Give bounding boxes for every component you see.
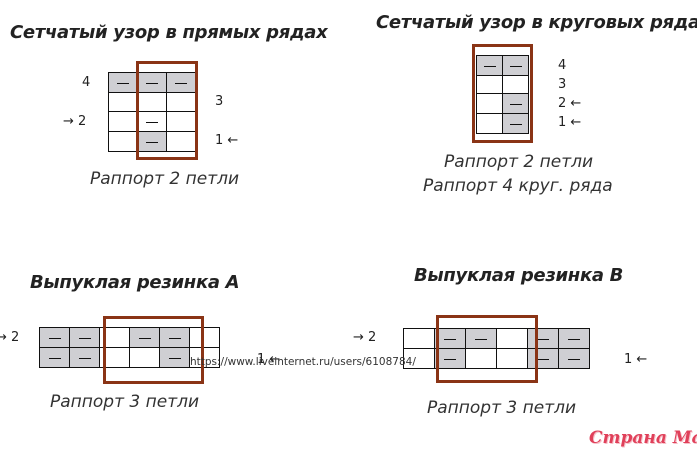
cell-knit (465, 348, 497, 369)
straight-rows-grid (108, 72, 196, 152)
cell-purl (137, 131, 167, 152)
straight-rows-caption: Раппорт 2 петли (90, 169, 240, 189)
repeat-frame (103, 316, 204, 384)
cell-purl (476, 55, 503, 76)
row-label-1: 1 ← (257, 352, 281, 367)
cell-purl (137, 72, 167, 93)
rib-b-grid (403, 328, 590, 369)
cell-purl (69, 347, 100, 368)
grid-row-1 (39, 347, 220, 368)
cell-knit (496, 348, 528, 369)
row-label-2: 2 ← (558, 96, 582, 111)
rib-b-caption: Раппорт 3 петли (427, 398, 577, 418)
row-label-4: 4 (558, 58, 567, 73)
cell-purl (39, 327, 70, 348)
cell-purl (558, 348, 590, 369)
repeat-frame (136, 61, 198, 160)
cell-purl (159, 347, 190, 368)
cell-purl (129, 327, 160, 348)
rib-a-caption: Раппорт 3 петли (50, 392, 200, 412)
cell-purl (39, 347, 70, 368)
source-url: https://www.liveinternet.ru/users/610878… (190, 356, 416, 368)
cell-knit (476, 113, 503, 134)
cell-knit (108, 131, 138, 152)
row-label-1: 1 ← (624, 352, 648, 367)
straight-rows-title: Сетчатый узор в прямых рядах (10, 22, 328, 43)
cell-knit (502, 75, 529, 94)
repeat-frame (436, 315, 538, 383)
cell-purl (108, 72, 138, 93)
cell-knit (496, 328, 528, 349)
grid-row-1 (403, 348, 590, 369)
site-watermark: Страна Мам (589, 428, 697, 448)
cell-knit (108, 92, 138, 112)
cell-knit (189, 347, 220, 368)
rib-b-title: Выпуклая резинка В (414, 265, 624, 286)
cell-knit (403, 328, 435, 349)
grid-row-1 (108, 131, 196, 152)
circular-rows-caption-2: Раппорт 4 круг. ряда (423, 176, 613, 196)
grid-row-2 (476, 93, 529, 114)
row-label-2: → 2 (353, 330, 377, 345)
circular-rows-title: Сетчатый узор в круговых рядах (376, 12, 697, 33)
row-label-4: 4 (82, 75, 91, 90)
row-label-1: 1 ← (558, 115, 582, 130)
cell-purl (69, 327, 100, 348)
cell-purl (502, 93, 529, 114)
cell-purl (434, 348, 466, 369)
cell-purl (502, 113, 529, 134)
cell-knit (108, 111, 138, 132)
cell-knit (403, 348, 435, 369)
row-label-2: → 2 (63, 114, 87, 129)
cell-purl (502, 55, 529, 76)
circular-rows-grid (476, 55, 529, 134)
cell-purl (558, 328, 590, 349)
row-label-3: 3 (215, 94, 224, 109)
cell-knit (166, 92, 196, 112)
grid-row-1 (476, 113, 529, 134)
cell-knit (166, 131, 196, 152)
row-label-2: → 2 (0, 330, 20, 345)
repeat-frame (472, 44, 533, 143)
cell-knit (476, 75, 503, 94)
cell-knit (476, 93, 503, 114)
cell-purl (434, 328, 466, 349)
row-label-1: 1 ← (215, 133, 239, 148)
circular-rows-caption-1: Раппорт 2 петли (444, 152, 594, 172)
rib-a-grid (39, 327, 220, 368)
grid-row-3 (476, 75, 529, 94)
grid-row-4 (476, 55, 529, 76)
cell-knit (189, 327, 220, 348)
row-label-3: 3 (558, 77, 567, 92)
rib-a-title: Выпуклая резинка А (30, 272, 240, 293)
